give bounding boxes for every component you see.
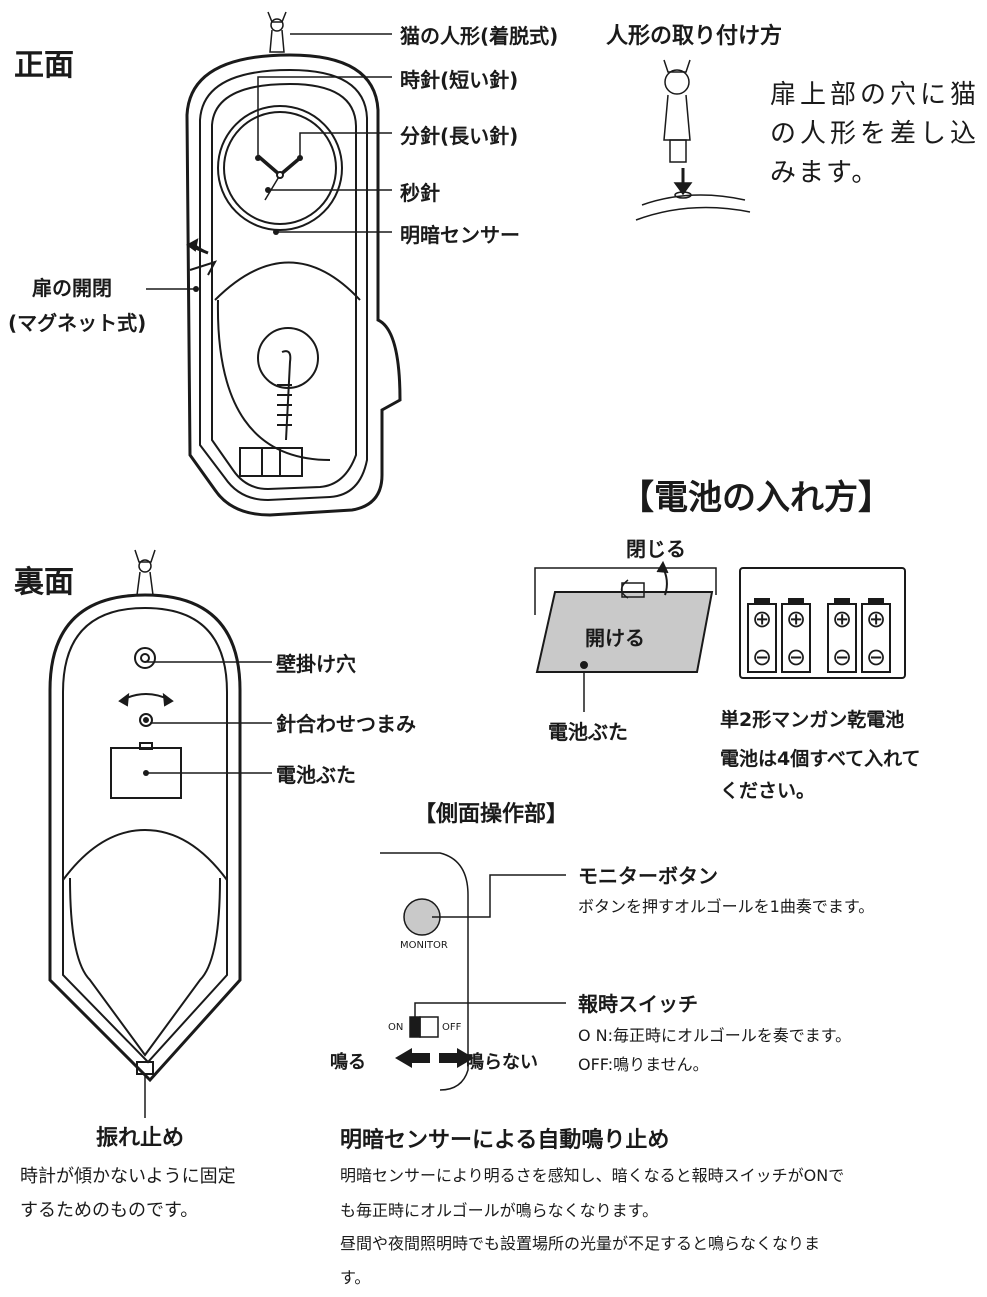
chime-on-desc: O N:毎正時にオルゴールを奏でます。 xyxy=(578,1026,852,1045)
battery-4-plus-icon: ⊕ xyxy=(866,605,887,633)
monitor-title: モニターボタン xyxy=(578,864,718,888)
battery-cover-label: 電池ぶた xyxy=(548,720,628,744)
doll-install-illustration xyxy=(635,59,751,221)
battery-door-illustration xyxy=(534,560,717,712)
chime-off-desc: OFF:鳴りません。 xyxy=(578,1055,709,1074)
side-panel-heading: 【側面操作部】 xyxy=(414,802,569,827)
sensor-heading: 明暗センサーによる自動鳴り止め xyxy=(340,1128,670,1153)
switch-on-label: ON xyxy=(388,1022,404,1033)
sensor-line-1: 明暗センサーにより明るさを感知し、暗くなると報時スイッチがONで xyxy=(340,1166,845,1185)
sensor-line-2: も毎正時にオルゴールが鳴らなくなります。 xyxy=(340,1201,659,1220)
battery-close-label: 閉じる xyxy=(626,537,686,561)
battery-3-minus-icon: ⊖ xyxy=(832,643,853,671)
sensor-line-3: 昼間や夜間照明時でも設置場所の光量が不足すると鳴らなくなりま xyxy=(340,1234,821,1253)
battery-2-minus-icon: ⊖ xyxy=(786,643,807,671)
rings-label: 鳴る xyxy=(330,1052,366,1073)
callout-minute-hand: 分針(長い針) xyxy=(400,124,519,148)
chime-switch-title: 報時スイッチ xyxy=(578,992,698,1016)
monitor-desc: ボタンを押すオルゴールを1曲奏でます。 xyxy=(578,897,875,916)
front-clock-illustration xyxy=(185,53,402,517)
battery-compartment-illustration xyxy=(739,567,906,679)
doll-text-line-3: みます。 xyxy=(770,158,880,188)
chime-switch[interactable] xyxy=(410,1017,438,1037)
battery-open-label: 開ける xyxy=(585,626,645,650)
callout-wall-hole: 壁掛け穴 xyxy=(276,652,356,676)
door-label: 扉の開閉 xyxy=(32,276,112,300)
battery-note-line-2: ください。 xyxy=(720,780,816,802)
doll-heading: 人形の取り付け方 xyxy=(606,24,783,49)
callout-hour-hand: 時針(短い針) xyxy=(400,68,519,92)
callout-light-sensor: 明暗センサー xyxy=(400,223,520,247)
switch-off-label: OFF xyxy=(442,1022,462,1033)
front-view-title: 正面 xyxy=(14,48,74,83)
sensor-line-4: す。 xyxy=(340,1268,371,1287)
front-cat-doll xyxy=(267,11,287,53)
front-callout-lines xyxy=(146,33,392,290)
callout-cat-doll: 猫の人形(着脱式) xyxy=(400,24,559,48)
battery-2-plus-icon: ⊕ xyxy=(786,605,807,633)
battery-type: 単2形マンガン乾電池 xyxy=(720,709,905,731)
callout-second-hand: 秒針 xyxy=(400,181,440,205)
stopper-label: 振れ止め xyxy=(96,1126,185,1151)
callout-battery-cover: 電池ぶた xyxy=(276,763,356,787)
back-view-title: 裏面 xyxy=(14,565,74,600)
doll-text-line-1: 扉上部の穴に猫 xyxy=(770,80,981,110)
back-callout-lines xyxy=(144,661,272,1118)
battery-1-minus-icon: ⊖ xyxy=(752,643,773,671)
battery-1-plus-icon: ⊕ xyxy=(752,605,773,633)
doll-text-line-2: の人形を差し込 xyxy=(770,119,981,149)
back-cat-doll xyxy=(134,549,156,596)
stopper-desc-line-2: するためのものです。 xyxy=(20,1200,199,1221)
no-ring-label: 鳴らない xyxy=(466,1052,538,1073)
stopper-desc-line-1: 時計が傾かないように固定 xyxy=(20,1166,236,1187)
side-panel-illustration xyxy=(380,852,566,1091)
monitor-button-label: MONITOR xyxy=(400,940,448,951)
door-type-label: (マグネット式) xyxy=(8,311,147,335)
back-clock-illustration xyxy=(48,593,242,1083)
battery-3-plus-icon: ⊕ xyxy=(832,605,853,633)
battery-heading: 【電池の入れ方】 xyxy=(620,478,892,518)
callout-hand-knob: 針合わせつまみ xyxy=(276,712,416,736)
battery-note-line-1: 電池は4個すべて入れて xyxy=(720,748,921,770)
battery-4-minus-icon: ⊖ xyxy=(866,643,887,671)
monitor-button[interactable] xyxy=(404,899,440,935)
